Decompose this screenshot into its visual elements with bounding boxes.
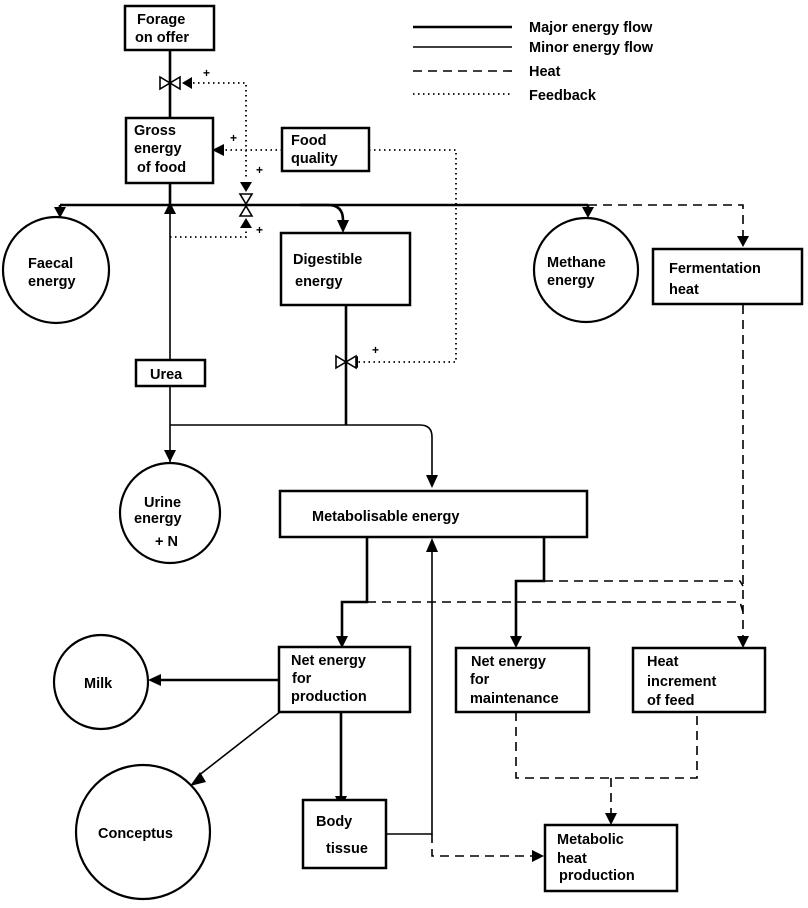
svg-text:Body: Body: [316, 814, 352, 830]
legend-feedback-label: Feedback: [529, 88, 597, 104]
legend-heat-label: Heat: [529, 64, 561, 80]
heat-me-increment-2: [544, 580, 744, 587]
arrow-fermentation: [737, 236, 749, 247]
svg-text:maintenance: maintenance: [470, 691, 559, 707]
arrow-metabolic-heat-left: [532, 850, 544, 862]
arrow-metabolic-heat-top: [605, 813, 617, 825]
arrowheads: [54, 144, 749, 862]
svg-text:Fermentation: Fermentation: [669, 261, 761, 277]
legend-minor-label: Minor energy flow: [529, 40, 654, 56]
node-net-energy-maintenance: Net energy for maintenance: [454, 646, 591, 714]
arrow-nem: [510, 636, 522, 648]
node-metabolisable-energy: Metabolisable energy: [278, 489, 589, 539]
svg-text:energy: energy: [134, 511, 182, 527]
node-urine-energy: Urine energy + N: [118, 461, 222, 565]
node-food-quality: Food quality: [280, 126, 371, 173]
legend: Major energy flow Minor energy flow Heat…: [413, 20, 654, 104]
node-methane-energy: Methane energy: [532, 216, 640, 324]
node-digestible-energy: Digestible energy: [279, 231, 412, 307]
svg-text:increment: increment: [647, 674, 716, 690]
heat-body-metabolic: [431, 834, 538, 857]
arrow-nep: [336, 636, 348, 648]
svg-text:for: for: [470, 672, 490, 688]
svg-text:tissue: tissue: [326, 841, 368, 857]
svg-text:production: production: [559, 868, 635, 884]
svg-text:Digestible: Digestible: [293, 252, 362, 268]
feedback-lines: [170, 82, 457, 363]
node-metabolic-heat-production: Metabolic heat production: [543, 823, 679, 893]
feedback-sign-4: +: [256, 223, 263, 237]
heat-bus-fermentation: [588, 204, 744, 236]
node-net-energy-production: Net energy for production: [277, 645, 412, 714]
heat-nem-metabolic: [515, 712, 698, 779]
svg-text:energy: energy: [295, 274, 343, 290]
node-heat-increment-feed: Heat increment of feed: [631, 646, 767, 714]
arrow-metabolisable: [426, 475, 438, 488]
svg-text:energy: energy: [28, 274, 76, 290]
arrow-urea-up: [164, 202, 176, 214]
arrow-urine: [164, 450, 176, 462]
valve-digestible: [335, 354, 357, 370]
node-urea: Urea: [134, 358, 207, 388]
valve-forage: [159, 75, 192, 91]
svg-text:Gross: Gross: [134, 123, 176, 139]
flow-me-nem: [514, 538, 546, 640]
node-body-tissue: Body tissue: [301, 798, 388, 870]
arrow-methane: [582, 207, 594, 218]
flow-nep-conceptus: [197, 711, 281, 777]
valve-bus: [238, 182, 254, 228]
feedback-sign-3: +: [256, 163, 263, 177]
node-fermentation-heat: Fermentation heat: [651, 247, 804, 306]
svg-text:Net energy: Net energy: [471, 654, 546, 670]
arrow-me-from-body: [426, 538, 438, 552]
arrow-milk: [148, 674, 161, 686]
flow-me-nep: [340, 538, 369, 640]
svg-text:Net energy: Net energy: [291, 653, 366, 669]
svg-text:of food: of food: [137, 160, 186, 176]
arrow-faecal: [54, 207, 66, 218]
node-gross-energy: Gross energy of food: [124, 116, 215, 185]
svg-text:Urea: Urea: [150, 367, 183, 383]
svg-text:energy: energy: [134, 141, 182, 157]
node-forage-on-offer: Forage on offer: [123, 4, 216, 52]
svg-text:Metabolisable energy: Metabolisable energy: [312, 509, 459, 525]
svg-text:Conceptus: Conceptus: [98, 826, 173, 842]
flow-bus-digestible: [300, 203, 345, 226]
arrow-heat-increment: [737, 636, 749, 648]
node-conceptus: Conceptus: [74, 763, 212, 901]
svg-text:heat: heat: [557, 851, 587, 867]
valves: + + + + +: [159, 66, 379, 370]
flow-lines: [58, 50, 744, 857]
svg-text:Milk: Milk: [84, 676, 113, 692]
node-faecal-energy: Faecal energy: [1, 215, 111, 325]
feedback-sign-5: +: [372, 343, 379, 357]
node-milk: Milk: [52, 633, 150, 731]
svg-text:Metabolic: Metabolic: [557, 832, 624, 848]
svg-text:Faecal: Faecal: [28, 256, 73, 272]
legend-major-label: Major energy flow: [529, 20, 653, 36]
svg-text:Forage: Forage: [137, 12, 185, 28]
arrow-conceptus: [190, 772, 206, 786]
nodes: Forage on offer Gross energy of food Foo…: [1, 4, 804, 901]
svg-text:on offer: on offer: [135, 30, 189, 46]
svg-text:Urine: Urine: [144, 495, 181, 511]
svg-text:quality: quality: [291, 151, 338, 167]
svg-text:Food: Food: [291, 133, 326, 149]
svg-text:Methane: Methane: [547, 255, 606, 271]
svg-text:Heat: Heat: [647, 654, 679, 670]
heat-me-increment-1: [367, 601, 744, 613]
svg-text:production: production: [291, 689, 367, 705]
svg-text:energy: energy: [547, 273, 595, 289]
svg-text:for: for: [292, 671, 312, 687]
svg-text:heat: heat: [669, 282, 699, 298]
svg-text:+ N: + N: [155, 534, 178, 550]
arrow-digestible: [337, 220, 349, 233]
feedback-sign-1: +: [203, 66, 210, 80]
feedback-sign-2: +: [230, 131, 237, 145]
svg-text:of feed: of feed: [647, 693, 695, 709]
flow-to-metabolisable: [170, 424, 433, 478]
feedback-loop-bus: [170, 226, 247, 238]
arrow-feedback-gross: [212, 144, 224, 156]
